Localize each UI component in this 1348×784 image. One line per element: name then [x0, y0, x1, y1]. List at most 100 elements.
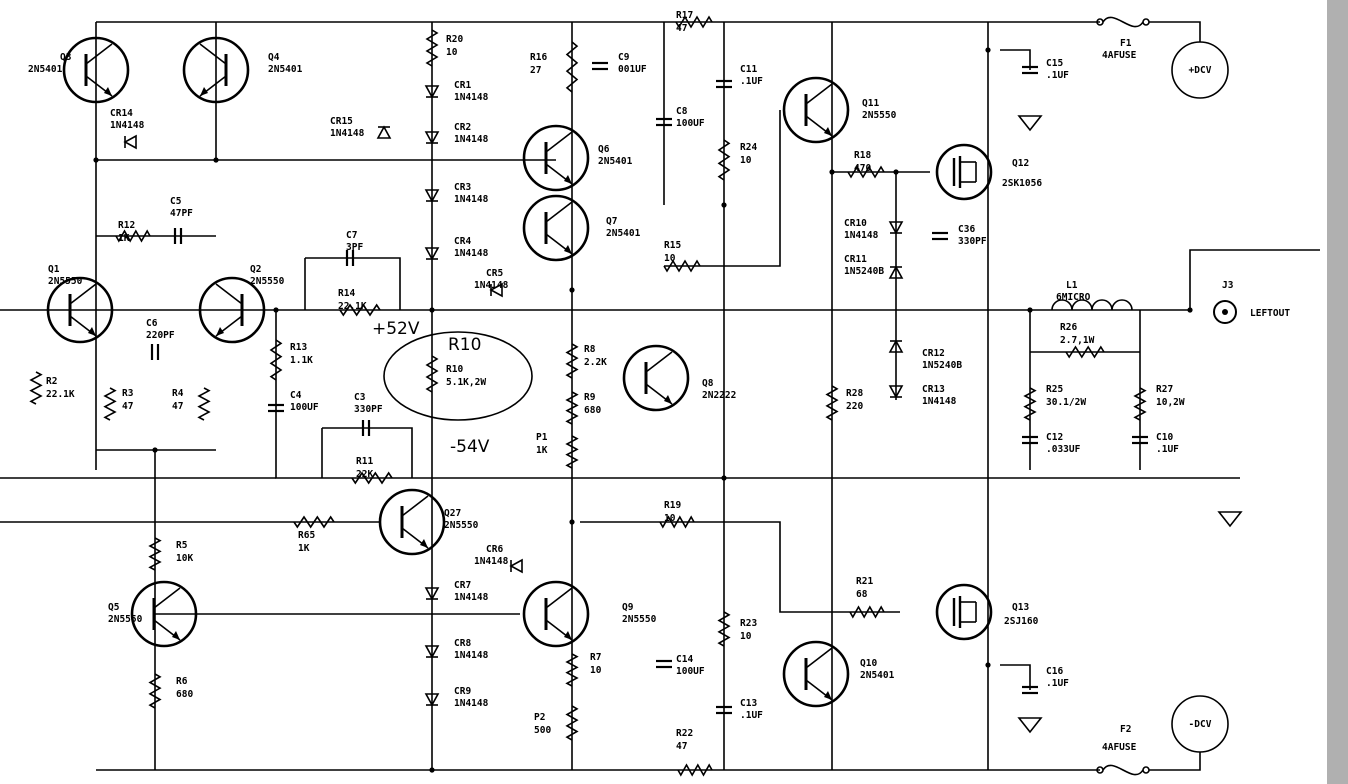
junction-dot — [985, 47, 991, 53]
fuse-ref-label: F2 — [1120, 724, 1131, 735]
cr4-diode — [424, 247, 440, 261]
c5-capacitor — [173, 228, 183, 244]
c10-capacitor — [1132, 435, 1148, 445]
positive-rail-terminal — [1171, 41, 1229, 99]
r9-resistor — [565, 391, 579, 425]
f2-fuse — [1096, 764, 1150, 776]
resistor-value-label: 10 — [740, 155, 752, 166]
diode-part-label: 1N4148 — [474, 556, 509, 567]
resistor-value-label: 5.1K,2W — [446, 377, 486, 388]
resistor-ref-label: R19 — [664, 500, 681, 511]
resistor-ref-label: R15 — [664, 240, 681, 251]
r15-resistor — [663, 259, 701, 273]
r8-resistor — [565, 343, 579, 379]
resistor-ref-label: R7 — [590, 652, 601, 663]
transistor-ref-label: Q10 — [860, 658, 877, 669]
diode-part-label: 1N4148 — [474, 280, 509, 291]
c13-capacitor — [716, 705, 732, 715]
r16-resistor — [565, 41, 579, 93]
capacitor-ref-label: C6 — [146, 318, 158, 329]
capacitor-value-label: 220PF — [146, 330, 175, 341]
mosfet-ref-label: Q12 — [1012, 158, 1029, 169]
cr15-diode — [376, 125, 392, 139]
connector-ref-label: J3 — [1222, 280, 1234, 291]
resistor-value-label: 22K — [356, 469, 373, 480]
diode-part-label: 1N4148 — [454, 592, 489, 603]
capacitor-value-label: .1UF — [740, 76, 763, 87]
q4-transistor — [182, 36, 250, 104]
j3-jack — [1213, 300, 1237, 324]
c7-capacitor — [345, 250, 355, 266]
mosfet-part-label: 2SK1056 — [1002, 178, 1042, 189]
capacitor-ref-label: C3 — [354, 392, 366, 403]
r7-resistor — [565, 653, 579, 687]
c14-capacitor — [656, 659, 672, 669]
resistor-ref-label: R25 — [1046, 384, 1063, 395]
resistor-ref-label: R21 — [856, 576, 873, 587]
capacitor-value-label: .1UF — [1046, 678, 1069, 689]
capacitor-ref-label: C11 — [740, 64, 757, 75]
transistor-part-label: 2N5401 — [598, 156, 633, 167]
capacitor-ref-label: C12 — [1046, 432, 1063, 443]
resistor-ref-label: P1 — [536, 432, 548, 443]
q27-transistor — [378, 488, 446, 556]
capacitor-value-label: 3PF — [346, 242, 363, 253]
cr6-diode — [509, 558, 523, 574]
q2-transistor — [198, 276, 266, 344]
transistor-ref-label: Q27 — [444, 508, 461, 519]
resistor-ref-label: R12 — [118, 220, 135, 231]
q6-transistor — [522, 124, 590, 192]
r26-resistor — [1065, 345, 1105, 359]
resistor-value-label: 30.1/2W — [1046, 397, 1086, 408]
r3-resistor — [103, 387, 117, 421]
capacitor-ref-label: C10 — [1156, 432, 1173, 443]
diode-part-label: 1N4148 — [454, 134, 489, 145]
resistor-value-label: 10K — [176, 553, 193, 564]
q12-mosfet — [935, 143, 993, 201]
capacitor-ref-label: C16 — [1046, 666, 1063, 677]
q1-transistor — [46, 276, 114, 344]
l1-inductor — [1051, 299, 1133, 311]
resistor-ref-label: R6 — [176, 676, 188, 687]
r19-resistor — [659, 515, 695, 529]
resistor-value-label: 47 — [122, 401, 133, 412]
f1-fuse — [1096, 16, 1150, 28]
q3-transistor — [62, 36, 130, 104]
cr3-diode — [424, 189, 440, 203]
resistor-ref-label: R22 — [676, 728, 693, 739]
cr2-diode — [424, 131, 440, 145]
p2-potentiometer — [565, 705, 579, 741]
transistor-ref-label: Q8 — [702, 378, 714, 389]
capacitor-value-label: 330PF — [354, 404, 383, 415]
junction-dot — [721, 202, 727, 208]
resistor-value-label: 1K — [536, 445, 548, 456]
fuse-value-label: 4AFUSE — [1102, 50, 1137, 61]
diode-ref-label: CR5 — [486, 268, 503, 279]
c11-capacitor — [716, 79, 732, 89]
transistor-part-label: 2N5550 — [622, 614, 657, 625]
page-margin-bar — [1327, 0, 1348, 784]
diode-part-label: 1N5240B — [922, 360, 962, 371]
transistor-part-label: 2N5550 — [862, 110, 897, 121]
diode-part-label: 1N4148 — [454, 650, 489, 661]
diode-ref-label: CR13 — [922, 384, 945, 395]
diode-part-label: 1N5240B — [844, 266, 884, 277]
resistor-value-label: 220 — [846, 401, 863, 412]
junction-dot — [429, 307, 435, 313]
c8-capacitor — [656, 117, 672, 127]
transistor-ref-label: Q2 — [250, 264, 261, 275]
r24-resistor — [717, 139, 731, 181]
r20-resistor — [425, 29, 439, 67]
junction-dot — [213, 157, 219, 163]
transistor-ref-label: Q11 — [862, 98, 879, 109]
cr1-diode — [424, 85, 440, 99]
resistor-value-label: 1K — [118, 233, 130, 244]
resistor-ref-label: R20 — [446, 34, 463, 45]
callout-label: R10 — [448, 335, 481, 355]
resistor-value-label: 2.7,1W — [1060, 335, 1095, 346]
positive-voltage-annotation: +52V — [372, 319, 420, 339]
capacitor-value-label: 100UF — [676, 118, 705, 129]
junction-dot — [569, 519, 575, 525]
cr9-diode — [424, 693, 440, 707]
